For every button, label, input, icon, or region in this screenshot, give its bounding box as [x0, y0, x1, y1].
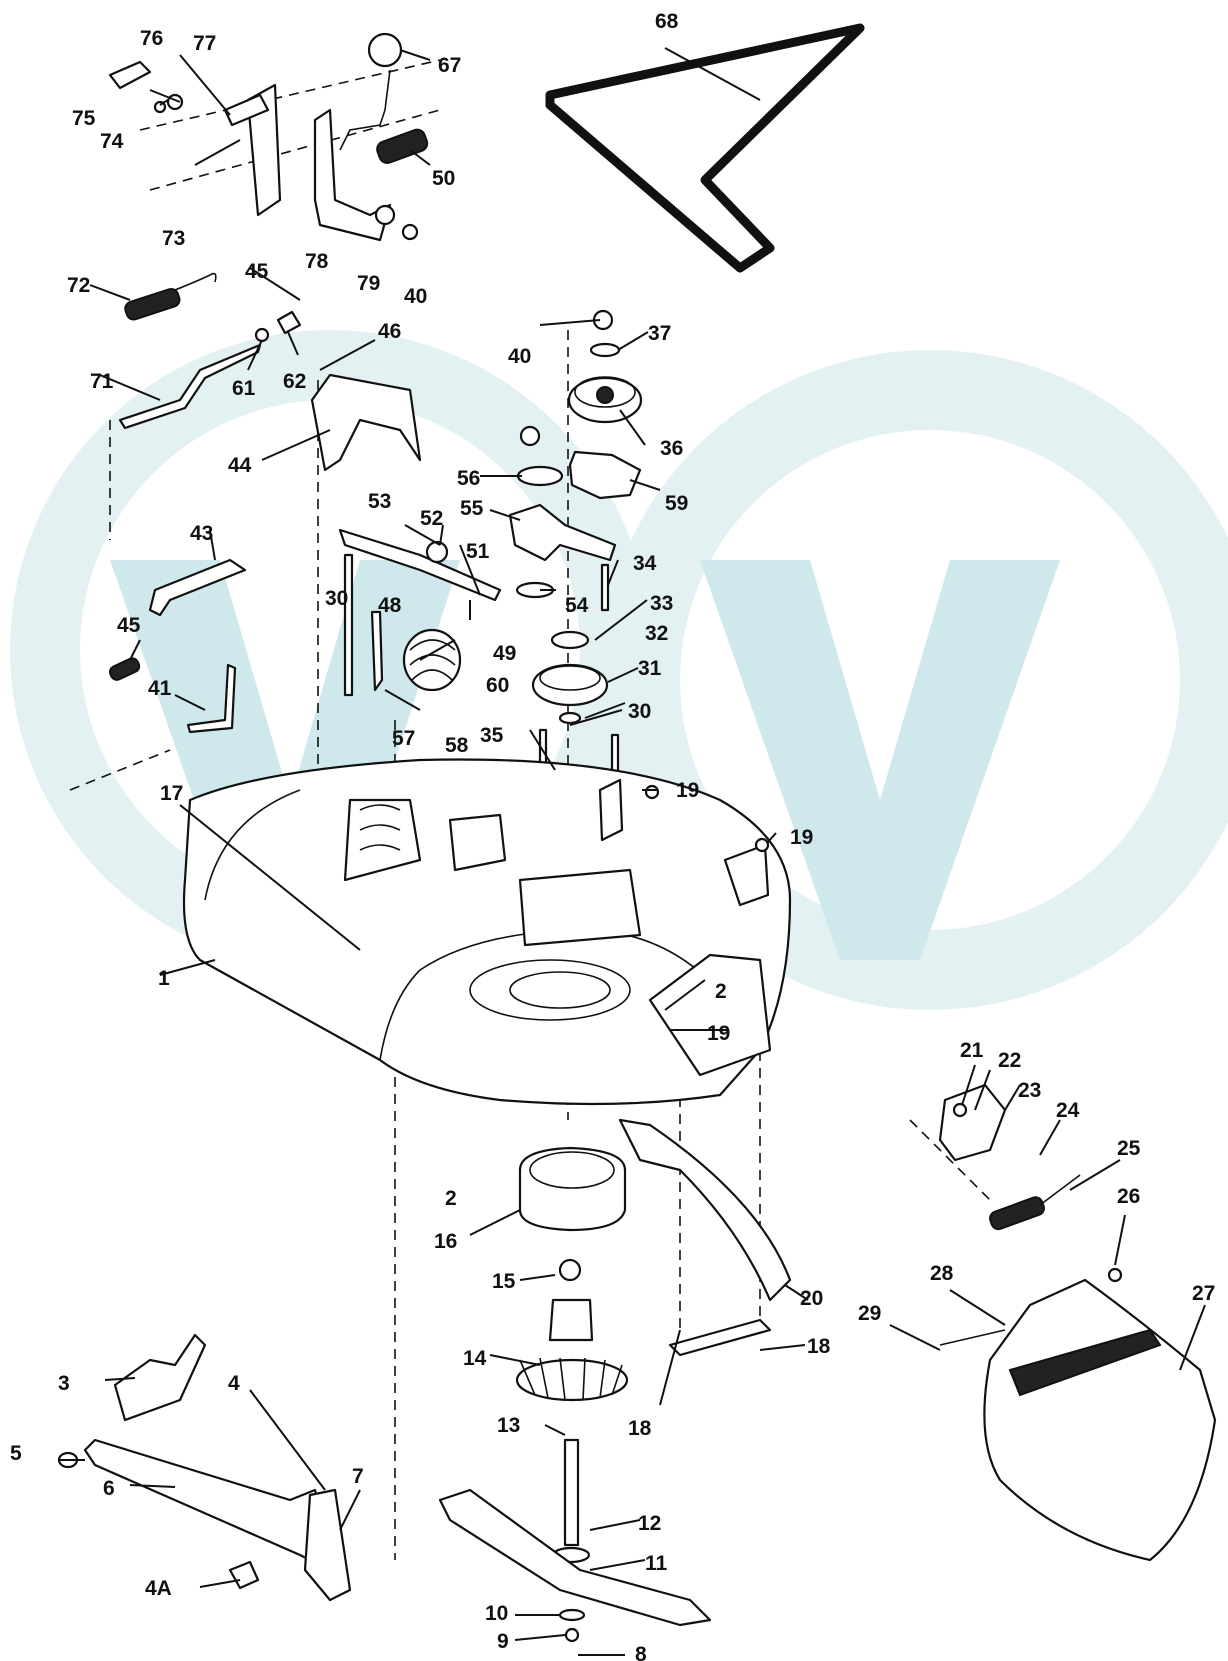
- deck-cover-assembly: [310, 373, 502, 692]
- label-3: 3: [58, 1372, 70, 1395]
- label-60: 60: [486, 674, 509, 697]
- label-34: 34: [633, 552, 657, 575]
- label-29: 29: [858, 1302, 881, 1325]
- label-30-right: 30: [628, 700, 651, 723]
- label-52: 52: [420, 507, 443, 530]
- label-8: 8: [635, 1643, 647, 1661]
- label-36: 36: [660, 437, 683, 460]
- part-1-deck-shell: [182, 758, 792, 1106]
- label-37: 37: [648, 322, 671, 345]
- label-32: 32: [645, 622, 668, 645]
- label-18-right: 18: [807, 1335, 831, 1358]
- springs-and-rods: [108, 272, 302, 734]
- label-46: 46: [378, 320, 401, 343]
- label-33: 33: [650, 592, 673, 615]
- part-20-strap: [668, 1318, 772, 1357]
- label-44: 44: [228, 454, 252, 477]
- label-73: 73: [162, 227, 185, 250]
- label-21: 21: [960, 1039, 984, 1062]
- label-22: 22: [998, 1049, 1021, 1072]
- leader-lines: [60, 47, 1206, 1656]
- label-54: 54: [565, 594, 589, 617]
- control-linkage-assembly: [108, 32, 429, 242]
- label-68: 68: [655, 10, 679, 33]
- label-50: 50: [432, 167, 455, 190]
- label-75: 75: [72, 107, 96, 130]
- spindle-assembly: [438, 1146, 712, 1643]
- label-48: 48: [378, 594, 402, 617]
- label-24: 24: [1056, 1099, 1080, 1122]
- label-45-left: 45: [117, 614, 141, 637]
- label-5: 5: [10, 1442, 22, 1465]
- label-13: 13: [497, 1414, 520, 1437]
- label-9: 9: [497, 1630, 509, 1653]
- label-43: 43: [190, 522, 213, 545]
- label-53: 53: [368, 490, 391, 513]
- discharge-chute-assembly: [938, 1083, 1217, 1562]
- label-7: 7: [352, 1465, 364, 1488]
- label-79: 79: [357, 272, 380, 295]
- label-2-right: 2: [715, 980, 727, 1003]
- label-40-mid: 40: [508, 345, 531, 368]
- label-4: 4: [228, 1372, 240, 1395]
- label-17: 17: [160, 782, 183, 805]
- label-67: 67: [438, 54, 461, 77]
- label-6: 6: [103, 1477, 115, 1500]
- label-11: 11: [645, 1552, 668, 1575]
- lift-bracket-assembly: [57, 1333, 352, 1602]
- label-30-left: 30: [325, 587, 348, 610]
- label-25: 25: [1117, 1137, 1141, 1160]
- label-12: 12: [638, 1512, 661, 1535]
- label-45-top: 45: [245, 260, 269, 283]
- label-40-top: 40: [404, 285, 427, 308]
- label-1: 1: [158, 967, 170, 990]
- label-41: 41: [148, 677, 172, 700]
- label-77: 77: [193, 32, 216, 55]
- label-4A: 4A: [145, 1577, 172, 1600]
- label-62: 62: [283, 370, 306, 393]
- watermark-logo: [10, 330, 1228, 1010]
- label-55: 55: [460, 497, 484, 520]
- label-18-bottom: 18: [628, 1417, 652, 1440]
- label-19-c: 19: [707, 1022, 730, 1045]
- label-31: 31: [638, 657, 662, 680]
- callout-labels: 68 76 77 67 75 74 50 73 78 79 40 72 45 4…: [10, 10, 1215, 1661]
- label-14: 14: [463, 1347, 487, 1370]
- label-57: 57: [392, 727, 415, 750]
- part-20-guard: [618, 1118, 792, 1302]
- label-23: 23: [1018, 1079, 1041, 1102]
- label-78: 78: [305, 250, 329, 273]
- right-brackets: [598, 778, 770, 907]
- label-15: 15: [492, 1270, 516, 1293]
- label-16: 16: [434, 1230, 457, 1253]
- label-19-b: 19: [790, 826, 813, 849]
- label-59: 59: [665, 492, 688, 515]
- label-26: 26: [1117, 1185, 1140, 1208]
- label-19-a: 19: [676, 779, 699, 802]
- label-49: 49: [493, 642, 516, 665]
- label-27: 27: [1192, 1282, 1215, 1305]
- label-76: 76: [140, 27, 163, 50]
- label-10: 10: [485, 1602, 508, 1625]
- label-20: 20: [800, 1287, 823, 1310]
- label-58: 58: [445, 734, 469, 757]
- label-28: 28: [930, 1262, 954, 1285]
- label-71: 71: [90, 370, 114, 393]
- label-61: 61: [232, 377, 256, 400]
- label-74: 74: [100, 130, 124, 153]
- label-35: 35: [480, 724, 504, 747]
- label-51: 51: [466, 540, 490, 563]
- part-68-belt: [545, 23, 865, 273]
- label-72: 72: [67, 274, 90, 297]
- label-56: 56: [457, 467, 480, 490]
- label-2-bottom: 2: [445, 1187, 457, 1210]
